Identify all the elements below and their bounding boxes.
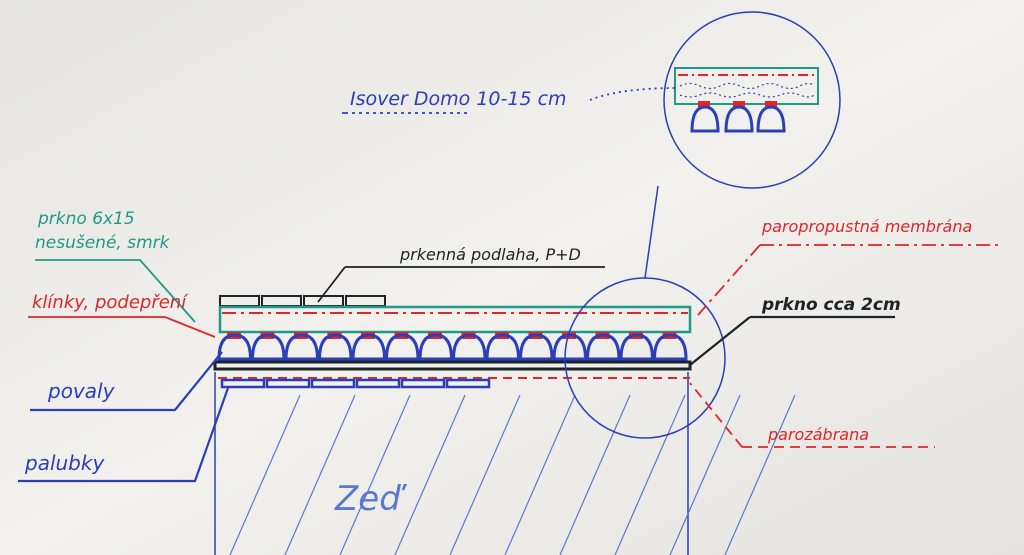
label-membrane: paropropustná membrána (761, 217, 972, 236)
beam-log (284, 333, 320, 361)
panel-board (265, 378, 311, 389)
label-board-2cm: prkno cca 2cm (761, 295, 901, 315)
beam-log (351, 333, 387, 361)
panels (220, 378, 491, 389)
label-vapor-barrier: parozábrana (767, 425, 869, 444)
hatch-line (339, 394, 411, 555)
beam-log (418, 333, 454, 361)
label-board-note: nesušené, smrk (35, 233, 171, 253)
leader-lines (18, 87, 1000, 483)
beam-log (518, 333, 554, 361)
hatch-line (559, 394, 631, 555)
hatch-line (284, 394, 356, 555)
beam-log (451, 333, 487, 361)
label-panels: palubky (24, 451, 105, 475)
hatch-line (449, 394, 521, 555)
panel-board (355, 378, 401, 389)
hatch-line (394, 394, 466, 555)
label-floor: prkenná podlaha, P+D (399, 245, 581, 264)
hatch-line (229, 394, 301, 555)
beam-log (317, 333, 353, 361)
beam-log (485, 333, 521, 361)
beam-log (652, 333, 688, 361)
beam-log (217, 333, 253, 361)
beam-log (250, 333, 286, 361)
label-insulation: Isover Domo 10-15 cm (350, 88, 567, 110)
beams (217, 333, 688, 361)
beam-log (619, 333, 655, 361)
wall (214, 372, 796, 555)
label-beams: povaly (47, 379, 116, 403)
hatch-line (724, 394, 796, 555)
board-2cm (213, 360, 692, 371)
panel-board (220, 378, 266, 389)
beam-log (585, 333, 621, 361)
beam-log (384, 333, 420, 361)
label-board-6x15: prkno 6x15 (37, 209, 135, 229)
beam-log (552, 333, 588, 361)
detail-connector (644, 185, 659, 279)
panel-board (445, 378, 491, 389)
panel-board (400, 378, 446, 389)
panel-board (310, 378, 356, 389)
wall-label: Zeď (334, 479, 407, 519)
label-wedges: klínky, podepření (32, 292, 189, 313)
board-6x15 (218, 305, 692, 334)
hatch-line (614, 394, 686, 555)
hatch-line (504, 394, 576, 555)
detail-magnified (663, 11, 841, 189)
hatch-line (669, 394, 741, 555)
